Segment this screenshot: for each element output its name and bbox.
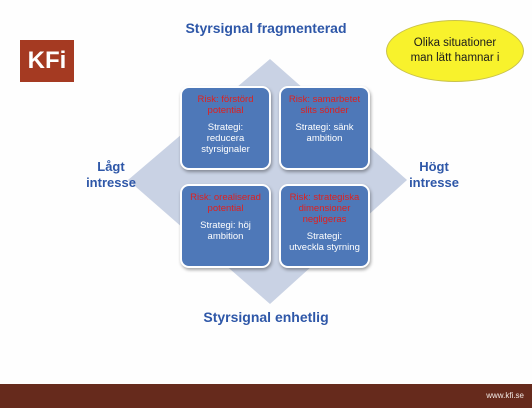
risk-line: Risk: förstörd xyxy=(197,94,254,105)
quadrant-bottom-right: Risk: strategiska dimensioner negligeras… xyxy=(279,184,370,268)
quadrant-top-right: Risk: samarbetet slits sönder Strategi: … xyxy=(279,86,370,170)
strategy-line: ambition xyxy=(207,231,244,242)
kfi-logo: KFi xyxy=(20,40,74,82)
strategy-line: Strategi: xyxy=(207,122,244,133)
right-axis-label: Högt intresse xyxy=(394,159,474,191)
right-axis-label-line-2: intresse xyxy=(409,175,459,190)
strategy-line: styrsignaler xyxy=(201,144,250,155)
risk-line: negligeras xyxy=(302,214,347,225)
right-axis-label-line-1: Högt xyxy=(419,159,449,174)
risk-line: slits sönder xyxy=(300,105,349,116)
strategy-line: Strategi: sänk xyxy=(295,122,354,133)
callout-line-1: Olika situationer xyxy=(413,37,497,49)
strategy-line: ambition xyxy=(306,133,343,144)
bottom-axis-label: Styrsignal enhetlig xyxy=(203,309,329,325)
quadrant-top-left: Risk: förstörd potential Strategi: reduc… xyxy=(180,86,271,170)
quadrant-strategy-text: Strategi: reducera styrsignaler xyxy=(201,122,250,155)
quadrant-risk-text: Risk: samarbetet slits sönder xyxy=(289,94,360,116)
logo-text: KFi xyxy=(27,47,67,74)
left-axis-label: Lågt intresse xyxy=(71,159,151,191)
quadrant-bottom-left: Risk: orealiserad potential Strategi: hö… xyxy=(180,184,271,268)
quadrant-risk-text: Risk: orealiserad potential xyxy=(190,192,261,214)
risk-line: Risk: strategiska xyxy=(289,192,360,203)
footer-bar: www.kfi.se xyxy=(0,384,532,408)
strategy-line: Strategi: xyxy=(306,231,343,242)
left-axis-label-line-2: intresse xyxy=(86,175,136,190)
strategy-line: reducera xyxy=(206,133,245,144)
callout-bubble: Olika situationer man lätt hamnar i xyxy=(386,20,524,82)
left-axis-label-line-1: Lågt xyxy=(97,159,125,174)
quadrant-strategy-text: Strategi: höj ambition xyxy=(200,220,251,242)
strategy-line: utveckla styrning xyxy=(289,242,360,253)
callout-line-2: man lätt hamnar i xyxy=(410,52,500,64)
top-axis-label: Styrsignal fragmenterad xyxy=(185,20,347,36)
risk-line: potential xyxy=(207,105,244,116)
risk-line: Risk: samarbetet xyxy=(288,94,361,105)
quadrant-strategy-text: Strategi: utveckla styrning xyxy=(289,231,360,253)
strategy-line: Strategi: höj xyxy=(200,220,251,231)
quadrant-strategy-text: Strategi: sänk ambition xyxy=(295,122,353,144)
quadrant-risk-text: Risk: förstörd potential xyxy=(198,94,254,116)
quadrant-risk-text: Risk: strategiska dimensioner negligeras xyxy=(290,192,360,225)
risk-line: dimensioner xyxy=(298,203,351,214)
footer-url: www.kfi.se xyxy=(486,391,524,400)
risk-line: Risk: orealiserad xyxy=(190,192,261,203)
risk-line: potential xyxy=(207,203,244,214)
